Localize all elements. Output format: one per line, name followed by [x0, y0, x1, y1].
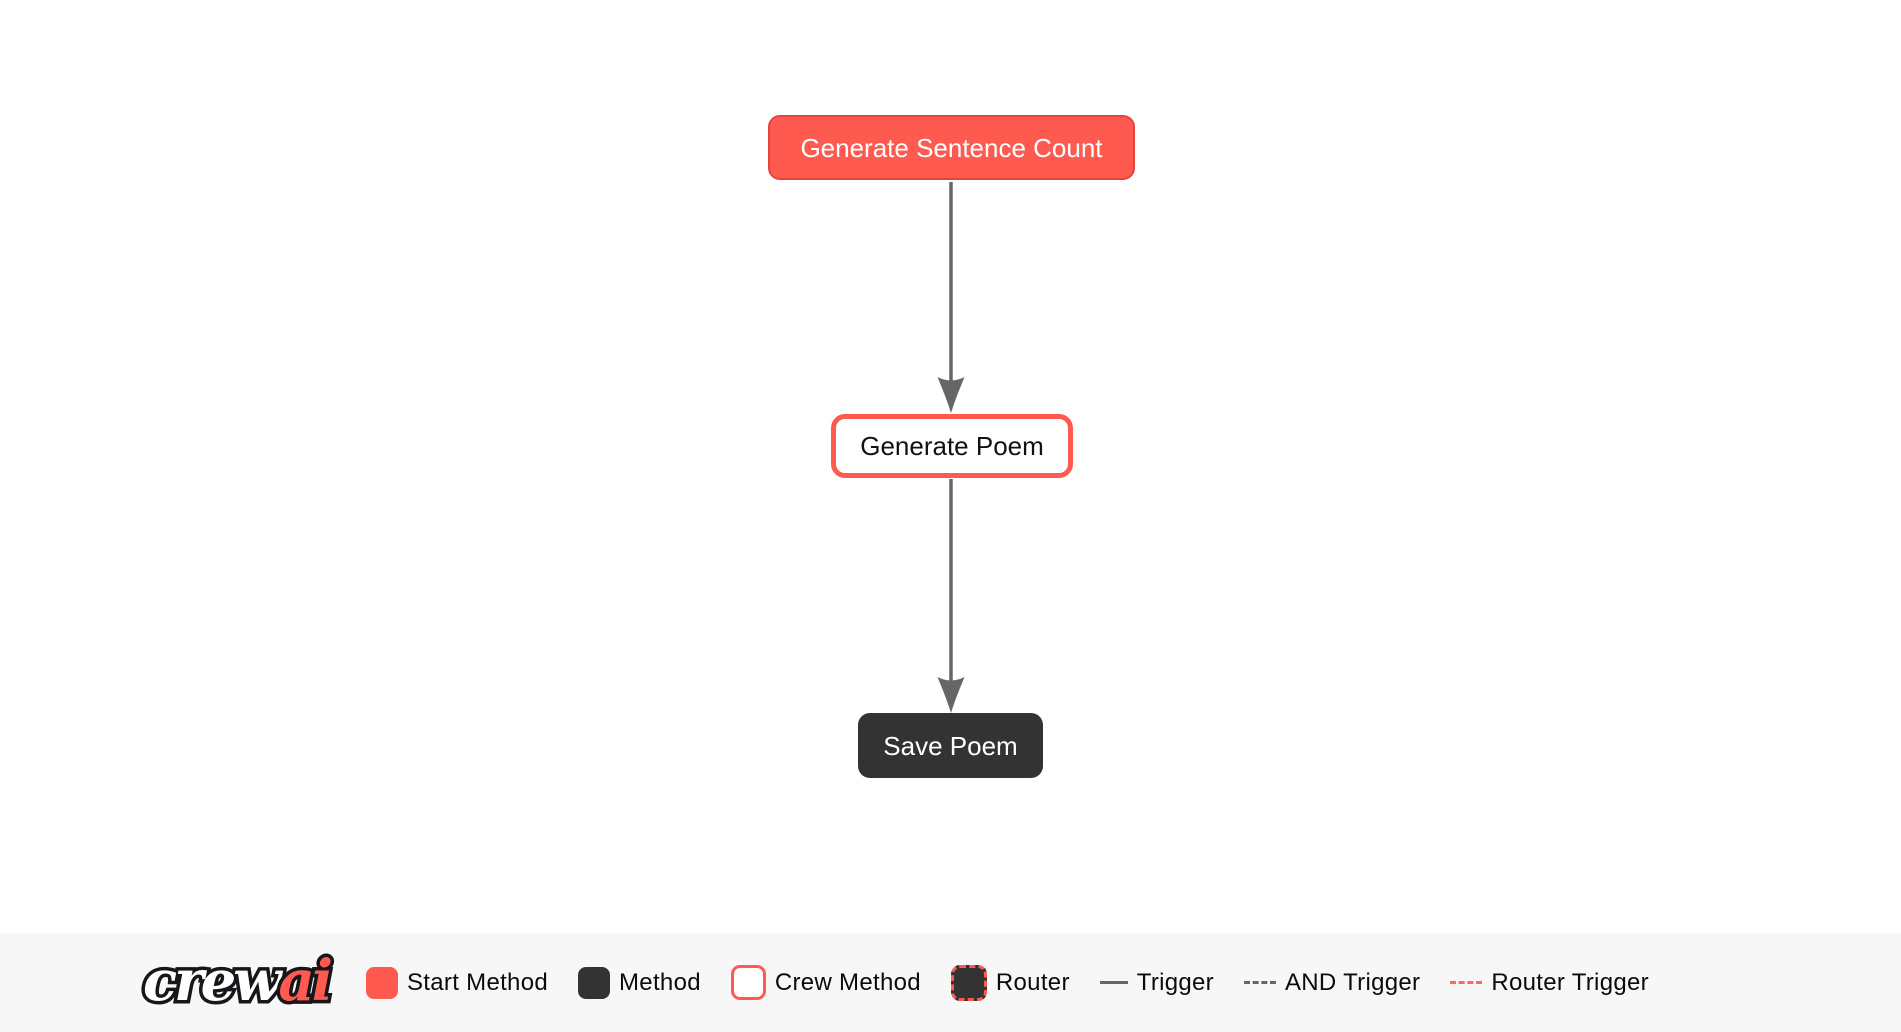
legend-label-router: Router [995, 968, 1070, 996]
legend-item-router: Router [950, 964, 1070, 1001]
legend-bar: crewai Start Method Method Crew Method R… [0, 933, 1901, 1032]
flow-canvas[interactable]: Generate Sentence Count Generate Poem Sa… [0, 0, 1901, 933]
crewai-logo-crew-text: crew [139, 944, 284, 1017]
start-method-swatch [366, 966, 398, 999]
legend-label-trigger: Trigger [1136, 968, 1214, 996]
crewai-logo: crewai [139, 944, 336, 1017]
legend-item-trigger: Trigger [1099, 968, 1214, 997]
crewai-logo-ai-text: ai [275, 944, 336, 1017]
and-trigger-line-swatch [1243, 981, 1276, 984]
legend-item-router-trigger: Router Trigger [1450, 969, 1649, 997]
method-swatch [578, 966, 611, 999]
legend-item-and-trigger: AND Trigger [1243, 968, 1421, 997]
legend-items: Start Method Method Crew Method Router T… [366, 964, 1649, 1001]
trigger-line-swatch [1099, 981, 1128, 984]
legend-label-and-trigger: AND Trigger [1284, 968, 1421, 996]
flow-node-generate-poem[interactable]: Generate Poem [831, 414, 1073, 478]
flow-node-generate-sentence-count[interactable]: Generate Sentence Count [768, 115, 1135, 180]
trigger-edge-crew-to-method [937, 479, 965, 713]
flow-node-save-poem[interactable]: Save Poem [858, 713, 1043, 778]
trigger-edge-start-to-crew [937, 182, 965, 413]
legend-label-crew-method: Crew Method [774, 968, 921, 996]
legend-label-method: Method [619, 968, 701, 996]
legend-item-crew-method: Crew Method [730, 965, 921, 1000]
crew-method-swatch [730, 965, 766, 1000]
router-swatch [950, 964, 987, 1001]
router-trigger-line-swatch [1450, 981, 1483, 984]
legend-label-start-method: Start Method [407, 968, 549, 996]
legend-label-router-trigger: Router Trigger [1491, 968, 1649, 996]
legend-item-method: Method [578, 966, 701, 999]
legend-item-start-method: Start Method [366, 966, 549, 999]
